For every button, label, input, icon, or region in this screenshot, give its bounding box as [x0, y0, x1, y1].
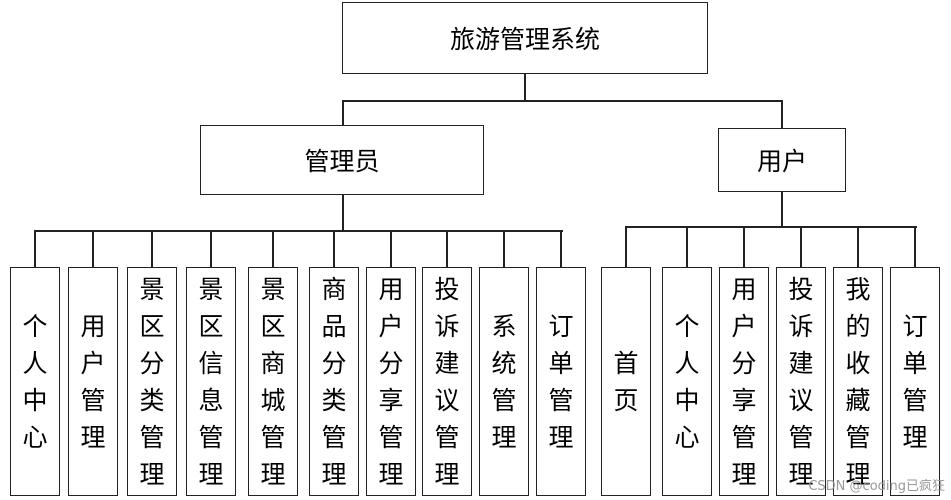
- user-module-node: 订单管理: [890, 267, 940, 496]
- connector-admin-down: [342, 195, 344, 231]
- connector-drop: [686, 226, 688, 267]
- connector-root-down: [524, 74, 526, 101]
- admin-module-node: 个人中心: [10, 267, 60, 496]
- connector-drop: [210, 230, 212, 267]
- user-module-label: 订单管理: [902, 311, 928, 452]
- connector-to-user: [781, 100, 783, 128]
- user-module-label: 我的收藏管理: [845, 274, 871, 489]
- connector-drop: [857, 226, 859, 267]
- user-module-node: 个人中心: [662, 267, 712, 496]
- connector-user-down: [781, 192, 783, 227]
- user-module-node: 用户分享管理: [719, 267, 769, 496]
- connector-drop: [503, 230, 505, 267]
- admin-module-label: 商品分类管理: [321, 274, 347, 489]
- user-module-node: 投诉建议管理: [776, 267, 826, 496]
- connector-drop: [446, 230, 448, 267]
- connector-drop: [800, 226, 802, 267]
- admin-module-label: 景区分类管理: [139, 274, 165, 489]
- connector-drop: [914, 226, 916, 267]
- role-node-user: 用户: [718, 128, 846, 192]
- connector-drop: [743, 226, 745, 267]
- admin-module-node: 用户管理: [68, 267, 118, 496]
- admin-module-label: 系统管理: [491, 311, 517, 452]
- user-module-label: 投诉建议管理: [788, 274, 814, 489]
- admin-module-node: 系统管理: [479, 267, 529, 496]
- admin-module-label: 景区商城管理: [260, 274, 286, 489]
- connector-drop: [333, 230, 335, 267]
- role-label-admin: 管理员: [304, 147, 380, 176]
- user-module-label: 首页: [613, 348, 639, 415]
- connector-drop: [625, 226, 627, 267]
- admin-module-node: 景区商城管理: [248, 267, 298, 496]
- role-label-user: 用户: [756, 147, 807, 176]
- admin-module-node: 投诉建议管理: [422, 267, 472, 496]
- connector-drop: [390, 230, 392, 267]
- connector-drop: [272, 230, 274, 267]
- admin-module-node: 订单管理: [536, 267, 586, 496]
- admin-module-node: 景区分类管理: [127, 267, 177, 496]
- user-module-label: 用户分享管理: [731, 274, 757, 489]
- user-module-node: 我的收藏管理: [833, 267, 883, 496]
- root-node: 旅游管理系统: [342, 2, 708, 74]
- connector-to-admin: [342, 100, 344, 125]
- connector-admin-bus: [35, 230, 563, 232]
- role-node-admin: 管理员: [200, 125, 484, 195]
- connector-drop: [92, 230, 94, 267]
- user-module-label: 个人中心: [674, 311, 700, 452]
- watermark-text: CSDN @coding已疯狂: [808, 479, 945, 494]
- connector-user-bus: [626, 226, 917, 228]
- admin-module-label: 用户管理: [80, 311, 106, 452]
- root-label: 旅游管理系统: [449, 25, 600, 54]
- user-module-node: 首页: [601, 267, 651, 496]
- admin-module-node: 商品分类管理: [309, 267, 359, 496]
- connector-level1-bus: [342, 100, 783, 102]
- admin-module-label: 投诉建议管理: [434, 274, 460, 489]
- admin-module-node: 用户分享管理: [366, 267, 416, 496]
- connector-drop: [151, 230, 153, 267]
- admin-module-node: 景区信息管理: [186, 267, 236, 496]
- admin-module-label: 景区信息管理: [198, 274, 224, 489]
- admin-module-label: 用户分享管理: [378, 274, 404, 489]
- admin-module-label: 个人中心: [22, 311, 48, 452]
- admin-module-label: 订单管理: [548, 311, 574, 452]
- connector-drop: [560, 230, 562, 267]
- connector-drop: [34, 230, 36, 267]
